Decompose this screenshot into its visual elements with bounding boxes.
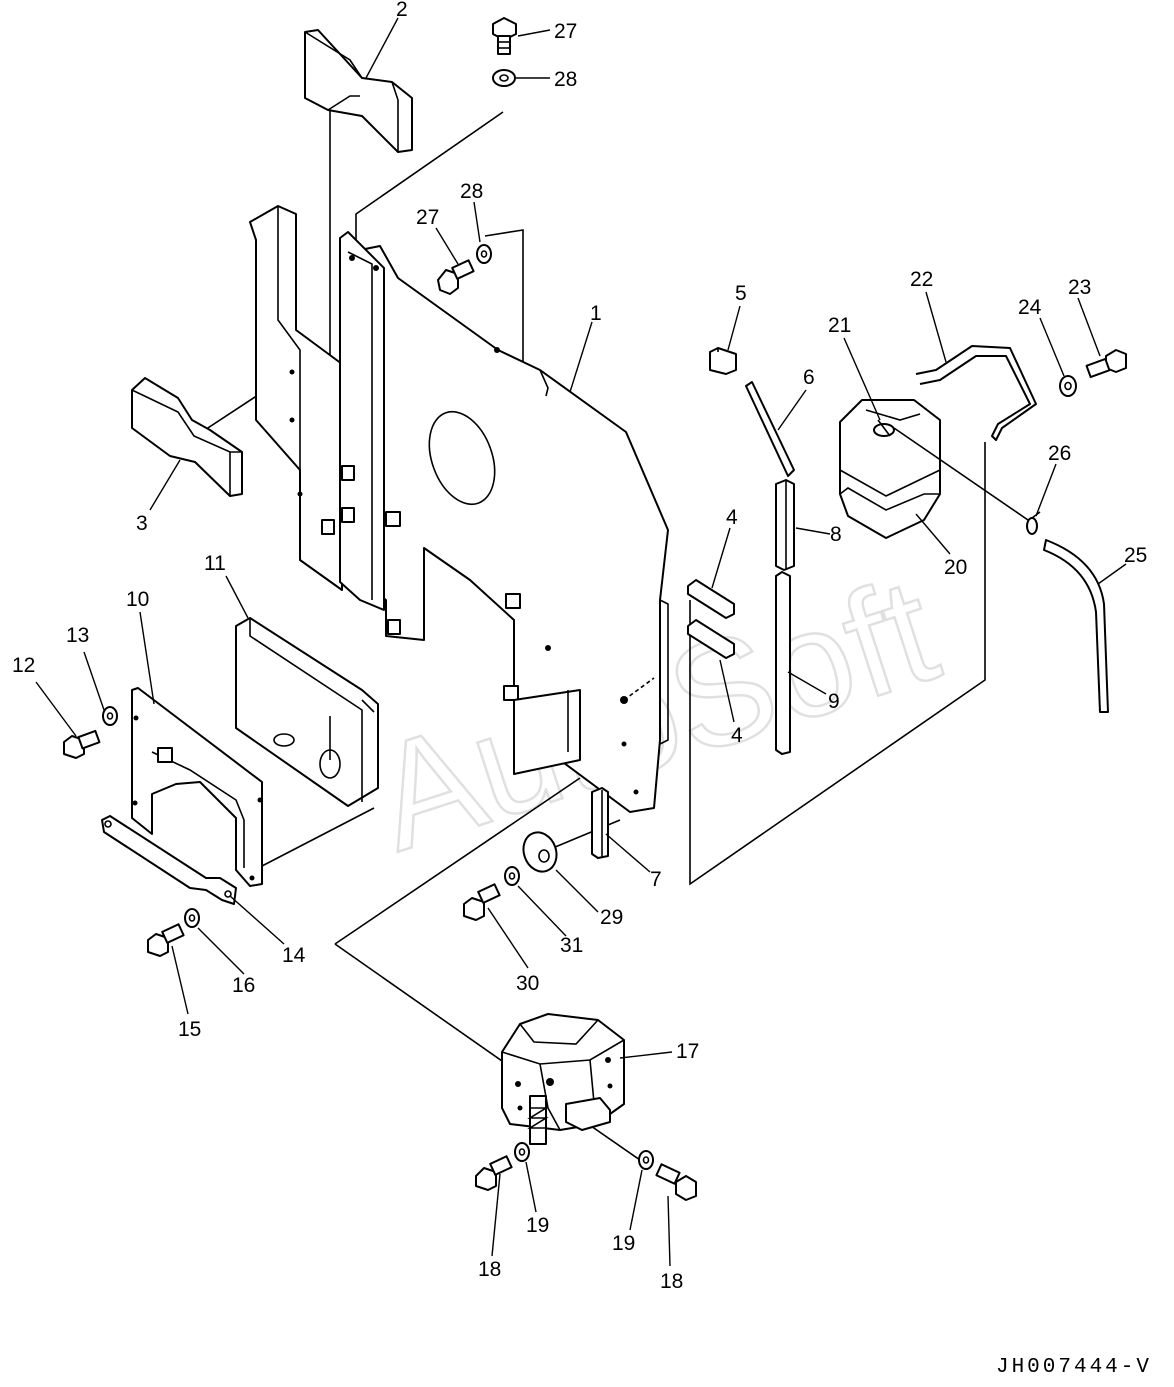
part-2-foam-block [304, 29, 413, 153]
callout-13: 13 [66, 624, 89, 647]
leader-lines [35, 17, 1127, 1267]
callout-25: 25 [1124, 544, 1147, 567]
part-8-seal [775, 479, 795, 571]
part-1-lower-bracket [513, 689, 581, 775]
callout-31: 31 [560, 934, 583, 957]
part-27-bolt-top [492, 17, 517, 55]
part-23-bolt [1085, 349, 1127, 379]
part-30-bolt [463, 883, 501, 921]
part-12-bolt [63, 729, 101, 759]
part-25-hose [1043, 539, 1109, 713]
seal-parts [687, 347, 795, 755]
part-1-left-bracket [249, 205, 343, 591]
part-6-seal [745, 381, 795, 477]
callout-4-upper: 4 [726, 506, 738, 529]
callout-29: 29 [600, 906, 623, 929]
callout-24: 24 [1018, 296, 1042, 319]
callout-16: 16 [232, 974, 255, 997]
tank-assembly [839, 345, 1109, 713]
part-21-cap [873, 423, 895, 437]
part-17-motor [501, 1013, 625, 1145]
callout-11: 11 [204, 552, 226, 575]
fasteners [63, 17, 1127, 1201]
part-20-tank [839, 399, 941, 539]
callout-1: 1 [590, 302, 602, 325]
callout-14: 14 [282, 944, 306, 967]
part-9-seal [775, 571, 791, 755]
callout-9: 9 [828, 690, 840, 713]
part-4-seal-lower [687, 619, 735, 659]
callout-30: 30 [516, 972, 539, 995]
part-3-foam-block [131, 377, 243, 497]
callout-27-mid: 27 [416, 206, 439, 229]
assembly-lines [184, 108, 986, 1161]
callout-15: 15 [178, 1018, 201, 1041]
part-15-bolt [147, 923, 185, 957]
callout-12: 12 [12, 654, 35, 677]
callout-labels: 1 2 3 4 4 5 6 7 8 9 10 11 12 13 14 15 16… [12, 0, 1147, 1293]
callout-7: 7 [650, 868, 662, 891]
part-4-seal-upper [687, 579, 735, 619]
callout-28-mid: 28 [460, 180, 483, 203]
callout-21: 21 [828, 314, 851, 337]
callout-19-right: 19 [612, 1232, 635, 1255]
part-18-bolt-left [475, 1155, 513, 1191]
callout-26: 26 [1048, 442, 1071, 465]
callout-3: 3 [136, 512, 148, 535]
callout-6: 6 [803, 366, 815, 389]
part-18-bolt-right [655, 1163, 697, 1201]
callout-28-top: 28 [554, 68, 577, 91]
callout-10: 10 [126, 588, 149, 611]
part-1-vertical-channel [321, 231, 521, 701]
part-5-seal [709, 347, 737, 375]
part-7-block [591, 787, 609, 859]
callout-19-left: 19 [526, 1214, 549, 1237]
callout-18-left: 18 [478, 1258, 501, 1281]
part-27-bolt-mid [437, 259, 475, 295]
part-10-plate [131, 687, 263, 887]
callout-2: 2 [396, 0, 408, 21]
callout-23: 23 [1068, 276, 1091, 299]
callout-5: 5 [735, 282, 747, 305]
callout-8: 8 [830, 523, 842, 546]
part-22-bracket [915, 345, 1037, 441]
part-1-main-panel [359, 245, 669, 813]
callout-20: 20 [944, 556, 967, 579]
part-14-strap [101, 815, 237, 905]
callout-22: 22 [910, 268, 933, 291]
drawing-code: JH007444-V [995, 1356, 1152, 1379]
callout-4-lower: 4 [731, 724, 743, 747]
callout-18-right: 18 [660, 1270, 683, 1293]
callout-17: 17 [676, 1040, 699, 1063]
callout-27-top: 27 [554, 20, 577, 43]
part-29-washer [522, 831, 558, 873]
part-26-clip [1026, 517, 1038, 535]
part-11-cover [235, 617, 379, 807]
